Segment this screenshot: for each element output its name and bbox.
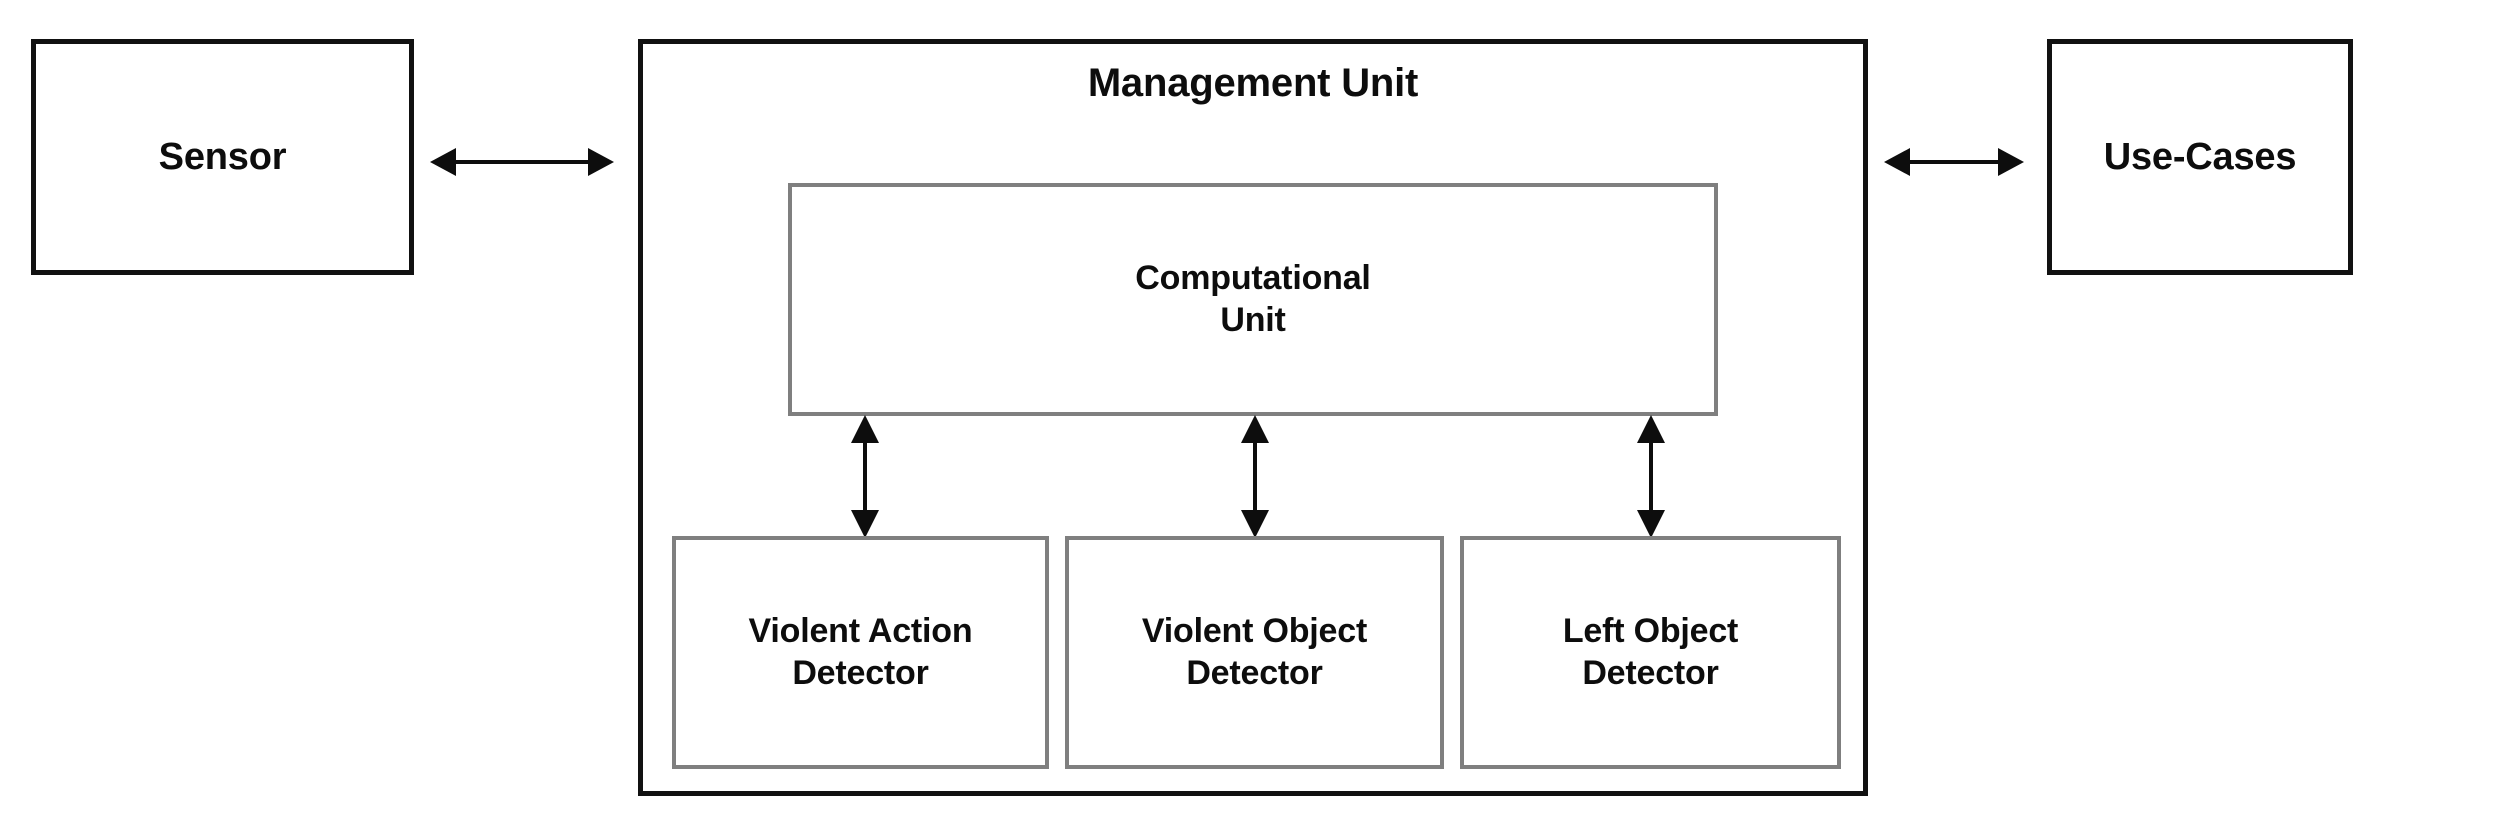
computational-unit-box[interactable]: Computational Unit (788, 183, 1718, 416)
computational-to-violent-action-arrow (851, 415, 879, 538)
computational-unit-label: Computational Unit (1135, 259, 1371, 339)
use-cases-box[interactable]: Use-Cases (2047, 39, 2353, 275)
arrow-head-down-icon (1637, 510, 1665, 538)
sensor-box[interactable]: Sensor (31, 39, 414, 275)
computational-to-violent-object-arrow (1241, 415, 1269, 538)
violent-object-detector-label: Violent Object Detector (1141, 612, 1368, 692)
arrow-head-right-icon (588, 148, 614, 176)
arrow-head-right-icon (1998, 148, 2024, 176)
arrow-head-down-icon (851, 510, 879, 538)
violent-action-detector-box[interactable]: Violent Action Detector (672, 536, 1049, 769)
arrow-head-down-icon (1241, 510, 1269, 538)
violent-action-detector-label: Violent Action Detector (748, 612, 973, 692)
management-unit-title: Management Unit (1087, 61, 1419, 105)
arrow-head-up-icon (1241, 415, 1269, 443)
arrow-head-left-icon (1884, 148, 1910, 176)
sensor-to-management-arrow (430, 148, 614, 176)
management-unit-box[interactable]: Management Unit Computational Unit Viole… (638, 39, 1868, 796)
violent-object-detector-box[interactable]: Violent Object Detector (1065, 536, 1444, 769)
use-cases-label: Use-Cases (2103, 135, 2297, 178)
arrow-head-up-icon (851, 415, 879, 443)
sensor-label: Sensor (158, 135, 287, 178)
computational-to-left-object-arrow (1637, 415, 1665, 538)
left-object-detector-box[interactable]: Left Object Detector (1460, 536, 1841, 769)
arrow-head-up-icon (1637, 415, 1665, 443)
management-to-use-cases-arrow (1884, 148, 2024, 176)
arrow-head-left-icon (430, 148, 456, 176)
left-object-detector-label: Left Object Detector (1562, 612, 1739, 692)
